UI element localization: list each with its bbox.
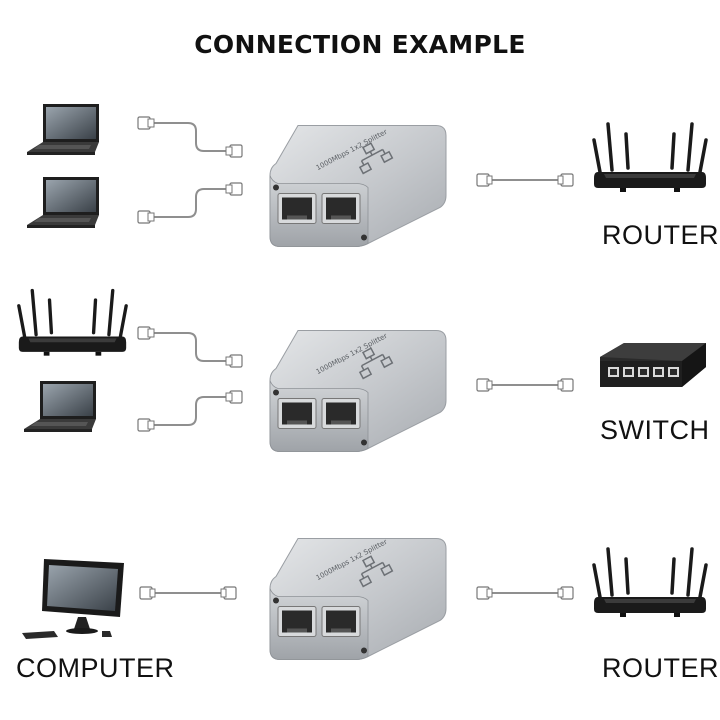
splitter-device [268,110,448,255]
example-row-3: COMPUTER ROUTER [0,515,720,695]
ethernet-cable-icon [136,181,246,225]
computer-label: COMPUTER [16,653,175,683]
laptop-icon [22,377,102,437]
example-row-2: SWITCH [0,285,720,465]
ethernet-cable-icon [133,583,243,603]
ethernet-cable-icon [136,115,246,159]
ethernet-cable-icon [470,375,580,395]
router-icon [590,120,710,200]
router-label: ROUTER [602,220,719,250]
laptop-icon [25,100,105,160]
splitter-device [268,315,448,460]
router-icon [590,545,710,625]
splitter-device [268,523,448,668]
switch-icon [598,337,708,397]
router-icon [15,285,130,365]
page-title: CONNECTION EXAMPLE [194,30,526,59]
router-label: ROUTER [602,653,719,683]
ethernet-cable-icon [470,583,580,603]
ethernet-cable-icon [470,170,580,190]
laptop-icon [25,173,105,233]
switch-label: SWITCH [600,415,710,445]
ethernet-cable-icon [136,389,246,433]
example-row-1: ROUTER [0,95,720,265]
computer-icon [20,555,130,645]
ethernet-cable-icon [136,325,246,369]
